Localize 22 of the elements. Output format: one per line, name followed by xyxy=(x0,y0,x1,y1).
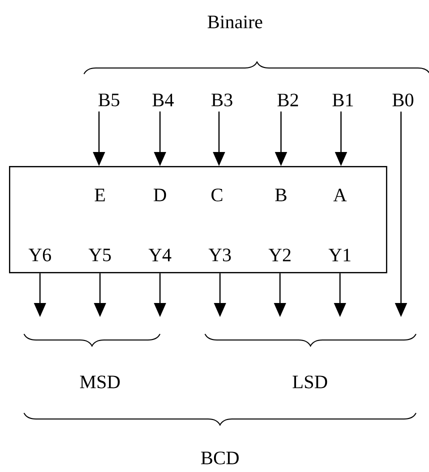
encoder-box xyxy=(9,166,388,274)
pin-label: D xyxy=(154,188,166,202)
input-label: B0 xyxy=(392,94,414,106)
pin-label: B xyxy=(275,188,286,202)
pin-label: Y6 xyxy=(28,248,51,262)
pin-label: A xyxy=(333,188,347,202)
group-label: Binaire xyxy=(208,16,262,28)
pin-label: Y3 xyxy=(208,248,231,262)
group-label: LSD xyxy=(292,376,328,388)
input-label: B4 xyxy=(152,94,174,106)
input-label: B5 xyxy=(98,94,120,106)
input-label: B2 xyxy=(278,94,298,106)
group-label: BCD xyxy=(201,452,239,464)
input-label: B3 xyxy=(212,94,232,106)
pin-label: E xyxy=(94,188,105,202)
pin-label: Y4 xyxy=(148,248,172,262)
pin-label: Y5 xyxy=(88,248,111,262)
group-label: MSD xyxy=(80,376,120,388)
input-label: B1 xyxy=(332,94,353,106)
pin-label: Y2 xyxy=(268,248,291,262)
pin-label: C xyxy=(211,188,222,202)
pin-label: Y1 xyxy=(328,248,350,262)
